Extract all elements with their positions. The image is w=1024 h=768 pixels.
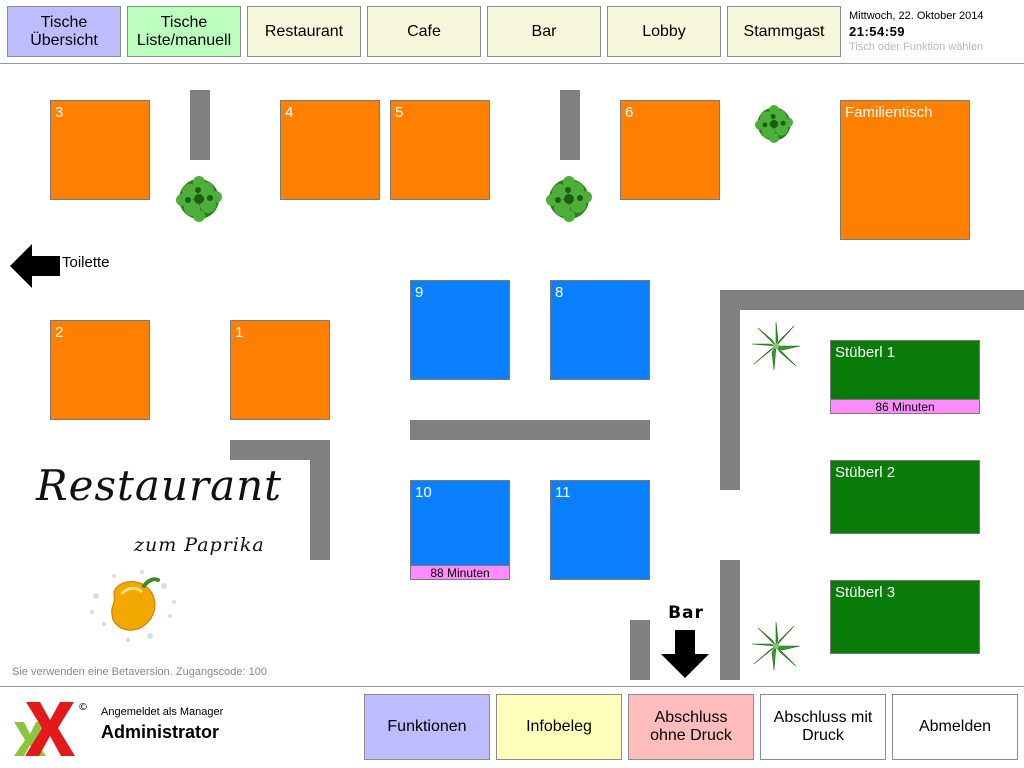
- table-label: Familientisch: [845, 104, 933, 121]
- arrow-left-icon: [10, 244, 60, 288]
- plant-icon: [176, 176, 222, 222]
- tab-tables-overview-label: Tische Übersicht: [30, 13, 98, 49]
- wall: [190, 90, 210, 160]
- table-4[interactable]: 4: [280, 100, 380, 200]
- wall: [630, 620, 650, 680]
- table-label: 8: [555, 284, 564, 301]
- divider: [0, 686, 1024, 687]
- table-label: 2: [55, 324, 64, 341]
- table-3[interactable]: 3: [50, 100, 150, 200]
- current-time: 21:54:59: [849, 24, 906, 39]
- table-label: Stüberl 2: [835, 464, 896, 481]
- beta-notice: Sie verwenden eine Betaversion. Zugangsc…: [12, 666, 268, 678]
- table-6[interactable]: 6: [620, 100, 720, 200]
- close-without-print-button[interactable]: Abschluss ohne Druck: [628, 694, 754, 760]
- occupancy-timer: 86 Minuten: [831, 399, 979, 414]
- logout-button-label: Abmelden: [918, 718, 992, 735]
- table-label: 3: [55, 104, 64, 121]
- copyright-symbol: ©: [78, 702, 88, 713]
- tab-restaurant-label: Restaurant: [264, 22, 344, 40]
- table-5[interactable]: 5: [390, 100, 490, 200]
- floor-plan: 3 4 5 6 Familientisch 2 1 9 8 10 88 Minut…: [0, 64, 1024, 686]
- tab-bar-label: Bar: [531, 22, 557, 40]
- wall: [560, 90, 580, 160]
- tab-tables-overview[interactable]: Tische Übersicht: [7, 6, 121, 57]
- table-9[interactable]: 9: [410, 280, 510, 380]
- table-stueberl-3[interactable]: Stüberl 3: [830, 580, 980, 654]
- plant-icon: [754, 104, 794, 144]
- date-time-panel: Mittwoch, 22. Oktober 2014 21:54:59 Tisc…: [849, 9, 1021, 54]
- wall: [720, 290, 1024, 310]
- tab-regular-guest-label: Stammgast: [743, 22, 825, 40]
- status-hint: Tisch oder Funktion wählen: [849, 41, 984, 53]
- info-receipt-button-label: Infobeleg: [526, 718, 592, 735]
- table-stueberl-1[interactable]: Stüberl 1 86 Minuten: [830, 340, 980, 414]
- functions-button[interactable]: Funktionen: [364, 694, 490, 760]
- bottom-toolbar: © Angemeldet als Manager Administrator F…: [0, 686, 1024, 768]
- close-with-print-button[interactable]: Abschluss mit Druck: [760, 694, 886, 760]
- current-date: Mittwoch, 22. Oktober 2014: [849, 10, 984, 22]
- divider: [0, 63, 1024, 64]
- restaurant-title: Restaurant: [36, 461, 283, 510]
- table-stueberl-2[interactable]: Stüberl 2: [830, 460, 980, 534]
- table-label: 9: [415, 284, 424, 301]
- tab-bar[interactable]: Bar: [487, 6, 601, 57]
- occupancy-timer: 88 Minuten: [411, 565, 509, 580]
- plant-icon: [751, 621, 801, 671]
- wall: [720, 290, 740, 490]
- table-familientisch[interactable]: Familientisch: [840, 100, 970, 240]
- top-toolbar: Tische Übersicht Tische Liste/manuell Re…: [0, 0, 1024, 64]
- table-label: 10: [415, 484, 432, 501]
- table-8[interactable]: 8: [550, 280, 650, 380]
- table-11[interactable]: 11: [550, 480, 650, 580]
- wall: [720, 560, 740, 680]
- table-label: 1: [235, 324, 244, 341]
- table-2[interactable]: 2: [50, 320, 150, 420]
- table-label: Stüberl 1: [835, 344, 896, 361]
- tab-restaurant[interactable]: Restaurant: [247, 6, 361, 57]
- tab-tables-list-label: Tische Liste/manuell: [136, 13, 232, 49]
- table-label: 5: [395, 104, 404, 121]
- wall: [310, 440, 330, 560]
- functions-button-label: Funktionen: [387, 718, 467, 735]
- pepper-icon: [90, 570, 176, 642]
- tab-tables-list[interactable]: Tische Liste/manuell: [127, 6, 241, 57]
- close-with-print-button-label: Abschluss mit Druck: [773, 709, 873, 744]
- tab-cafe-label: Cafe: [407, 22, 441, 40]
- table-label: 6: [625, 104, 634, 121]
- logout-button[interactable]: Abmelden: [892, 694, 1018, 760]
- tab-lobby-label: Lobby: [642, 22, 686, 40]
- user-name: Administrator: [101, 722, 220, 742]
- table-10[interactable]: 10 88 Minuten: [410, 480, 510, 580]
- close-without-print-button-label: Abschluss ohne Druck: [650, 709, 732, 744]
- table-label: 11: [555, 484, 571, 501]
- tab-lobby[interactable]: Lobby: [607, 6, 721, 57]
- arrow-down-icon: [661, 630, 709, 678]
- plant-icon: [546, 176, 592, 222]
- toilet-label: Toilette: [62, 254, 110, 271]
- table-1[interactable]: 1: [230, 320, 330, 420]
- bar-label: Bar: [668, 603, 704, 623]
- table-label: Stüberl 3: [835, 584, 896, 601]
- restaurant-subtitle: zum Paprika: [134, 534, 265, 556]
- info-receipt-button[interactable]: Infobeleg: [496, 694, 622, 760]
- wall: [410, 420, 650, 440]
- xx-logo-icon: ©: [14, 702, 88, 756]
- login-role-label: Angemeldet als Manager: [101, 706, 224, 718]
- plant-icon: [751, 321, 801, 371]
- tab-regular-guest[interactable]: Stammgast: [727, 6, 841, 57]
- table-label: 4: [285, 104, 294, 121]
- wall: [230, 440, 330, 460]
- tab-cafe[interactable]: Cafe: [367, 6, 481, 57]
